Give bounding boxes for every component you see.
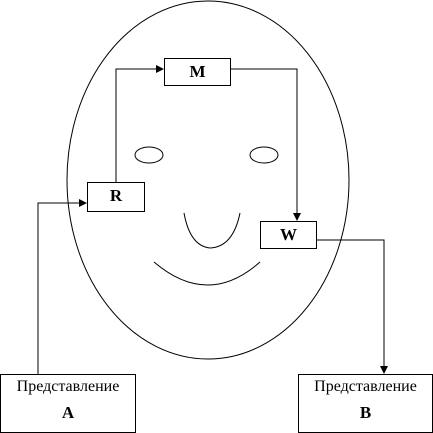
representation-a-box: Представление A: [0, 374, 136, 433]
box-m: M: [164, 58, 231, 86]
left-eye: [134, 146, 164, 164]
face-outline: [66, 0, 350, 360]
representation-b-word: Представление: [314, 378, 417, 395]
mouth: [153, 261, 261, 286]
box-w: W: [260, 221, 317, 249]
box-m-label: M: [189, 62, 206, 81]
box-w-label: W: [280, 225, 297, 244]
representation-a-letter: A: [61, 403, 75, 422]
representation-b-letter: B: [359, 403, 372, 422]
nose: [183, 212, 241, 249]
box-r-label: R: [109, 186, 123, 205]
representation-b-box: Представление B: [298, 374, 433, 433]
arrow-r-to-m: [115, 65, 164, 182]
box-r: R: [87, 182, 145, 212]
arrow-m-to-w: [231, 68, 301, 221]
right-eye: [249, 146, 279, 164]
representation-a-word: Представление: [16, 378, 120, 395]
arrow-a-to-r: [37, 199, 87, 374]
arrow-w-to-b: [317, 239, 388, 374]
